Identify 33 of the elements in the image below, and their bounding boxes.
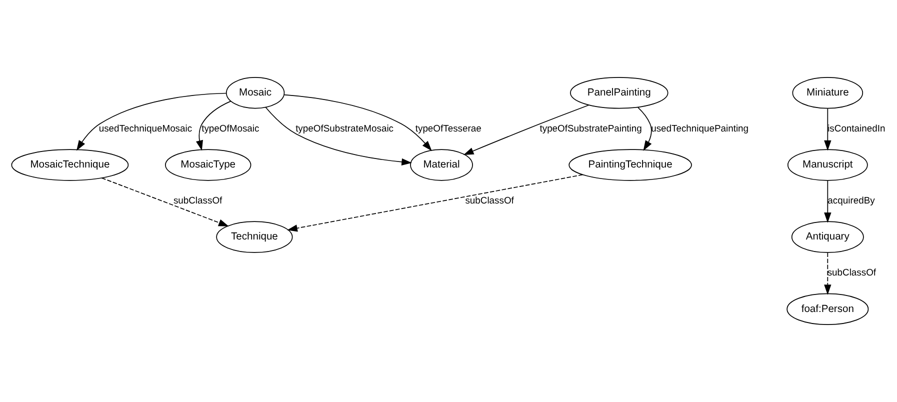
node-ellipse: foaf:Person bbox=[786, 293, 869, 325]
arrow bbox=[638, 107, 652, 151]
edge-label: typeOfSubstrateMosaic bbox=[296, 122, 394, 134]
edge-label: usedTechniqueMosaic bbox=[98, 122, 192, 134]
arrow bbox=[101, 177, 229, 226]
arrow bbox=[824, 108, 832, 151]
edge-label: typeOfTesserae bbox=[415, 122, 482, 134]
node-ellipse: Mosaic bbox=[226, 77, 285, 109]
node-ellipse: PaintingTechnique bbox=[568, 149, 692, 181]
edge-label: typeOfSubstratePainting bbox=[540, 122, 642, 134]
arrow bbox=[265, 106, 412, 166]
arrow bbox=[824, 252, 832, 295]
node-ellipse: Technique bbox=[216, 221, 293, 253]
edge-label: subClassOf bbox=[465, 194, 514, 206]
node-ellipse: Material bbox=[410, 149, 473, 181]
edge-label: usedTechniquePainting bbox=[651, 122, 749, 134]
arrow bbox=[287, 174, 584, 232]
node-ellipse: Manuscript bbox=[787, 149, 868, 181]
edge-label: subClassOf bbox=[827, 266, 876, 278]
arrow bbox=[284, 94, 432, 152]
arrow bbox=[463, 104, 590, 155]
edge-label: typeOfMosaic bbox=[202, 122, 260, 134]
node-ellipse: PanelPainting bbox=[570, 77, 668, 109]
arrow bbox=[824, 180, 832, 223]
edge-label: isContainedIn bbox=[828, 122, 886, 134]
node-ellipse: MosaicType bbox=[165, 149, 252, 181]
node-ellipse: MosaicTechnique bbox=[11, 149, 129, 181]
node-ellipse: Antiquary bbox=[791, 221, 864, 253]
node-ellipse: Miniature bbox=[792, 77, 864, 109]
arrow bbox=[196, 100, 232, 151]
arrow bbox=[76, 92, 227, 151]
edge-label: acquiredBy bbox=[828, 194, 875, 206]
edge-label: subClassOf bbox=[173, 194, 222, 206]
